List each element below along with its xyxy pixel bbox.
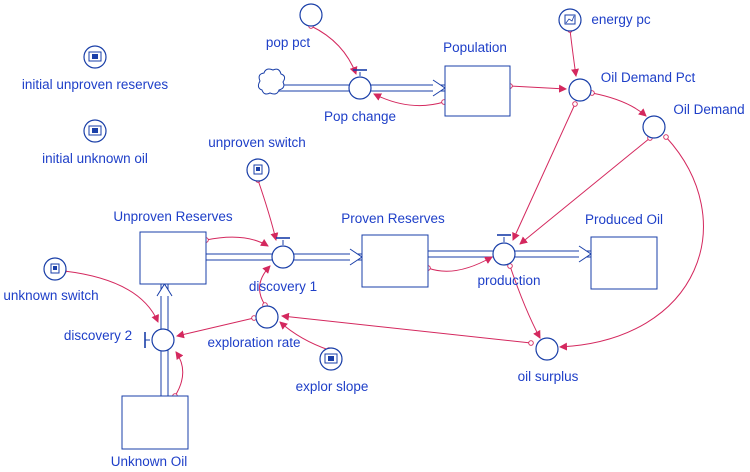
label-energy-pc: energy pc: [591, 12, 651, 27]
label-oil-demand: Oil Demand: [673, 102, 744, 117]
connector-unknown-switch-to-discovery-2: [63, 270, 159, 323]
converter-oil-demand-pct[interactable]: [568, 78, 592, 102]
label-initial-unknown-oil: initial unknown oil: [42, 151, 148, 166]
constant-icon: [88, 125, 102, 136]
label-population: Population: [443, 40, 507, 55]
converter-exploration-rate[interactable]: [255, 305, 279, 329]
valve-pop-change[interactable]: [348, 69, 372, 100]
converter-explor-slope[interactable]: [319, 347, 343, 371]
label-produced-oil: Produced Oil: [585, 212, 663, 227]
switch-icon: [50, 263, 60, 274]
connector-oil-demand-pct-to-production: [512, 103, 576, 241]
label-proven-reserves: Proven Reserves: [341, 211, 445, 226]
converter-initial-unproven-reserves[interactable]: [83, 45, 107, 69]
converter-unproven-switch[interactable]: [246, 158, 270, 182]
connector-exploration-rate-to-discovery-1: [259, 265, 271, 306]
converter-oil-surplus[interactable]: [535, 337, 559, 361]
label-oil-demand-pct: Oil Demand Pct: [601, 70, 696, 85]
connector-oil-demand-to-production: [519, 137, 651, 245]
switch-icon: [253, 164, 263, 175]
label-unproven-reserves: Unproven Reserves: [113, 209, 233, 224]
stock-unproven-reserves[interactable]: [139, 231, 207, 285]
connector-exploration-rate-to-discovery-2: [176, 317, 255, 339]
graph-icon: [564, 14, 576, 25]
connector-proven-to-production: [427, 256, 493, 272]
connector-unproven-switch-to-discovery-1: [257, 179, 279, 241]
label-pop-pct: pop pct: [266, 35, 311, 50]
label-exploration-rate: exploration rate: [207, 335, 300, 350]
connector-production-to-oil-surplus: [509, 265, 541, 339]
constant-icon: [88, 51, 102, 62]
connector-oil-demand-pct-to-oil-demand: [591, 92, 647, 117]
connector-population-to-pop-change: [373, 93, 445, 107]
constant-icon: [324, 353, 338, 364]
label-unproven-switch: unproven switch: [208, 135, 306, 150]
stock-produced-oil[interactable]: [590, 236, 658, 290]
converter-oil-demand[interactable]: [642, 115, 666, 139]
connector-energy-pc-to-oil-demand-pct: [569, 29, 579, 77]
label-production: production: [477, 273, 540, 288]
connector-unproven-to-discovery-1: [205, 236, 269, 247]
valve-discovery-1[interactable]: [271, 237, 295, 269]
label-unknown-oil: Unknown Oil: [111, 454, 188, 469]
stock-population[interactable]: [444, 65, 511, 117]
stock-proven-reserves[interactable]: [361, 234, 429, 288]
valve-discovery-2[interactable]: [144, 328, 175, 352]
converter-unknown-switch[interactable]: [43, 257, 67, 281]
connector-explor-slope-to-exploration-rate: [279, 321, 330, 351]
converter-pop-pct[interactable]: [299, 3, 323, 27]
label-explor-slope: explor slope: [296, 379, 369, 394]
valve-production[interactable]: [492, 234, 516, 266]
connector-unknown-oil-to-discovery-2: [174, 351, 184, 397]
connector-oil-demand-to-oil-surplus: [559, 136, 704, 351]
converter-initial-unknown-oil[interactable]: [83, 119, 107, 143]
label-discovery-2: discovery 2: [64, 328, 132, 343]
source-cloud-icon: [257, 68, 286, 95]
converter-energy-pc[interactable]: [558, 8, 582, 32]
label-unknown-switch: unknown switch: [3, 288, 98, 303]
label-initial-unproven-reserves: initial unproven reserves: [22, 77, 169, 92]
connector-oil-surplus-to-exploration-rate: [281, 312, 532, 344]
label-discovery-1: discovery 1: [249, 279, 317, 294]
label-oil-surplus: oil surplus: [518, 369, 579, 384]
label-pop-change: Pop change: [324, 109, 396, 124]
stock-unknown-oil[interactable]: [121, 395, 189, 450]
connector-pop-pct-to-pop-change: [310, 25, 358, 75]
connector-population-to-oil-demand-pct: [509, 84, 567, 93]
